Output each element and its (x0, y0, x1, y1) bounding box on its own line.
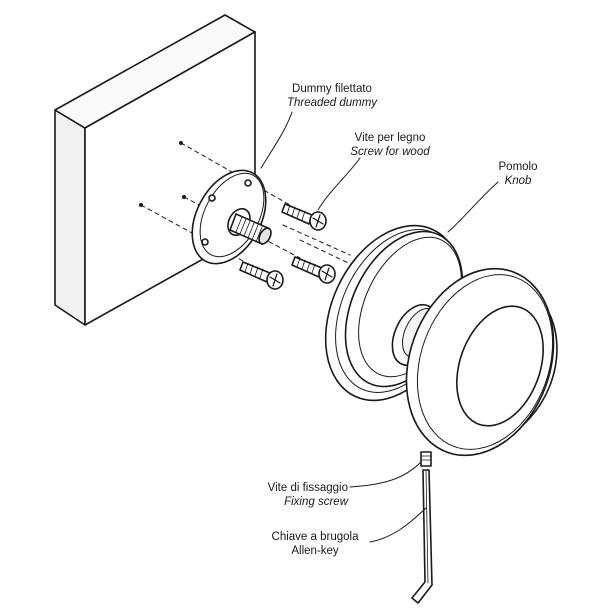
label-screw-for-wood-italian: Vite per legno (354, 132, 426, 144)
fixing-screw (420, 451, 432, 467)
label-threaded-dummy-italian: Dummy filettato (292, 83, 372, 95)
label-allen-key: Chiave a brugola Allen-key (260, 530, 370, 558)
label-screw-for-wood-english: Screw for wood (350, 146, 430, 158)
allen-key (411, 469, 433, 604)
leader-lines (260, 111, 499, 543)
label-allen-key-italian: Chiave a brugola (271, 531, 359, 543)
label-fixing-screw: Vite di fissaggio Fixing screw (220, 481, 348, 509)
label-knob: Pomolo Knob (478, 160, 558, 188)
label-fixing-screw-english: Fixing screw (284, 496, 348, 508)
wood-panel (54, 14, 256, 326)
knob (324, 224, 558, 457)
wood-screw-top (281, 203, 327, 231)
label-allen-key-english: Allen-key (291, 545, 339, 557)
wood-screw-middle (291, 256, 336, 284)
label-threaded-dummy: Dummy filettato Threaded dummy (262, 82, 402, 110)
threaded-dummy (191, 169, 272, 265)
label-knob-italian: Pomolo (498, 161, 538, 173)
label-threaded-dummy-english: Threaded dummy (286, 97, 378, 109)
label-knob-english: Knob (504, 175, 532, 187)
label-screw-for-wood: Vite per legno Screw for wood (330, 131, 450, 159)
wood-screw-bottom (239, 261, 284, 290)
label-fixing-screw-italian: Vite di fissaggio (267, 482, 348, 494)
